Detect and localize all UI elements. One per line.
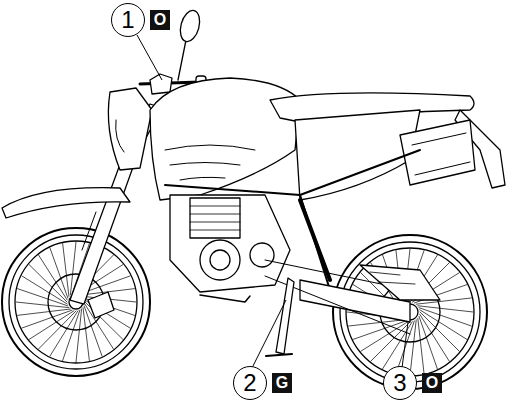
- wheel-spoke: [18, 309, 71, 315]
- callout-number: 3: [393, 371, 406, 395]
- wheel-spoke: [76, 309, 82, 362]
- brake-caliper: [88, 292, 114, 318]
- wheel-spoke: [50, 248, 68, 298]
- handlebar: [140, 8, 206, 94]
- wheel-spoke: [29, 311, 74, 340]
- front-fender: [2, 188, 130, 218]
- fuel-tank: [150, 78, 300, 200]
- wheel-spoke: [420, 310, 467, 340]
- wheel-spoke: [419, 316, 437, 368]
- headlight-cowl: [108, 88, 152, 170]
- wheel-spoke: [83, 308, 89, 361]
- side-cover: [295, 110, 420, 200]
- letter-code: O: [426, 375, 438, 391]
- leader-line: [252, 300, 286, 368]
- leader-line: [402, 322, 408, 368]
- wheel-spoke: [39, 255, 68, 300]
- wheel-spoke: [361, 322, 408, 352]
- letter-tag: O: [150, 10, 170, 30]
- wheel-spoke: [418, 318, 424, 373]
- callout-number: 1: [121, 8, 134, 32]
- callout-number: 3: [383, 366, 417, 400]
- leader-line: [137, 35, 162, 80]
- wheel-spoke: [410, 320, 416, 375]
- callout-number: 2: [233, 366, 267, 400]
- wheel-spoke: [418, 306, 473, 312]
- wheel-spoke: [18, 289, 68, 306]
- wheel-spoke: [353, 321, 405, 339]
- wheel-spoke: [419, 308, 471, 326]
- front-fork: [70, 104, 162, 304]
- wheel-spoke: [63, 244, 69, 297]
- wheel-spoke: [420, 314, 450, 361]
- callout-number: 1: [111, 3, 145, 37]
- letter-tag: G: [272, 373, 292, 393]
- wheel-spoke: [63, 310, 80, 360]
- wheel-spoke: [22, 310, 72, 328]
- wheel-spoke: [16, 302, 69, 308]
- side-stand: [276, 278, 294, 354]
- engine: [170, 195, 290, 302]
- letter-tag: O: [422, 373, 442, 393]
- letter-code: O: [154, 12, 166, 28]
- letter-code: G: [276, 375, 288, 391]
- callout-number: 2: [243, 371, 256, 395]
